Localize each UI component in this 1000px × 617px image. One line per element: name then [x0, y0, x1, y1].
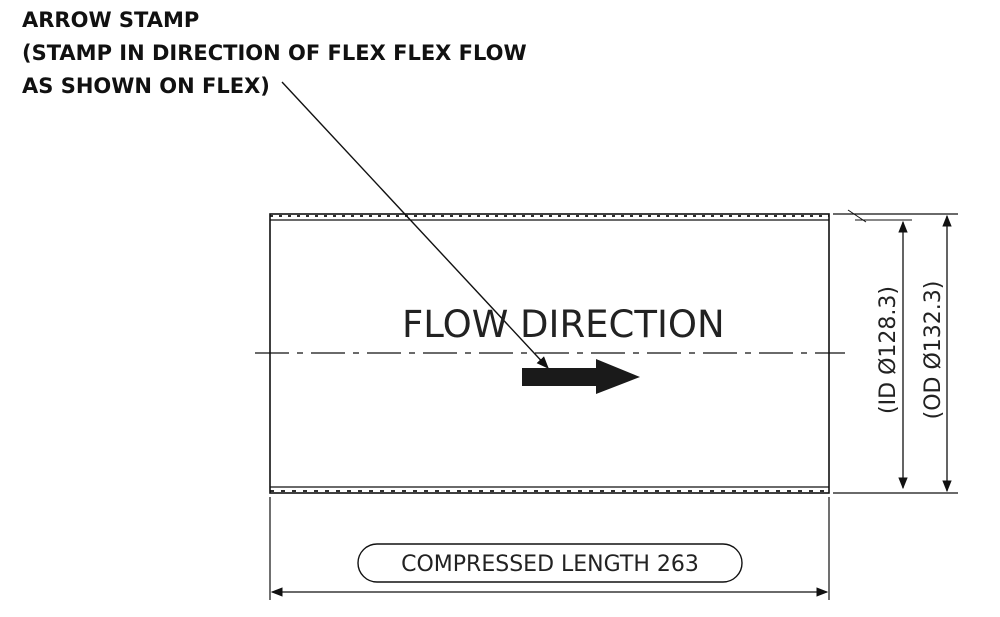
stamp-note-line-1: ARROW STAMP: [22, 8, 199, 32]
od-dimension-label: (OD Ø132.3): [921, 281, 946, 420]
stamp-note-line-2: (STAMP IN DIRECTION OF FLEX FLEX FLOW: [22, 41, 527, 65]
id-dimension-label: (ID Ø128.3): [876, 286, 901, 414]
flow-direction-label: FLOW DIRECTION: [402, 303, 725, 346]
length-label-frame: [357, 543, 743, 583]
stamp-leader-line: [281, 81, 549, 369]
flow-arrow-stamp: [522, 359, 640, 394]
stamp-note-line-3: AS SHOWN ON FLEX): [22, 74, 270, 98]
length-dimension-label: COMPRESSED LENGTH 263: [401, 552, 699, 577]
